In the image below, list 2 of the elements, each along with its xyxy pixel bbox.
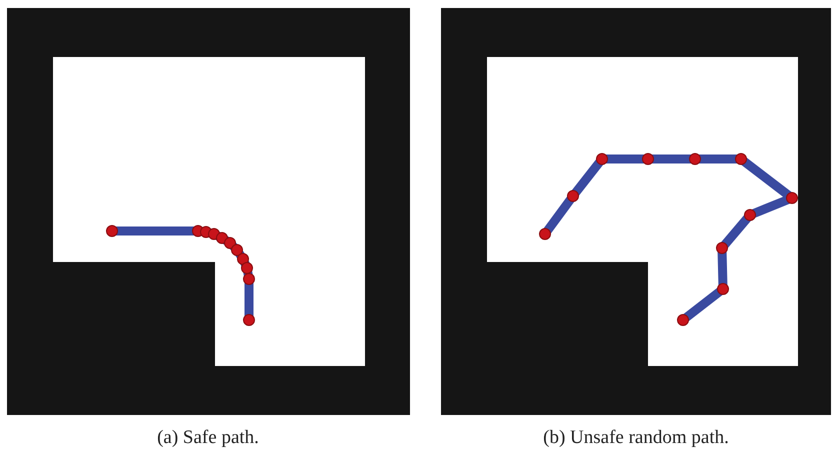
figure-caption: (a) Safe path. <box>157 427 259 449</box>
figure-caption: (b) Unsafe random path. <box>543 427 729 449</box>
